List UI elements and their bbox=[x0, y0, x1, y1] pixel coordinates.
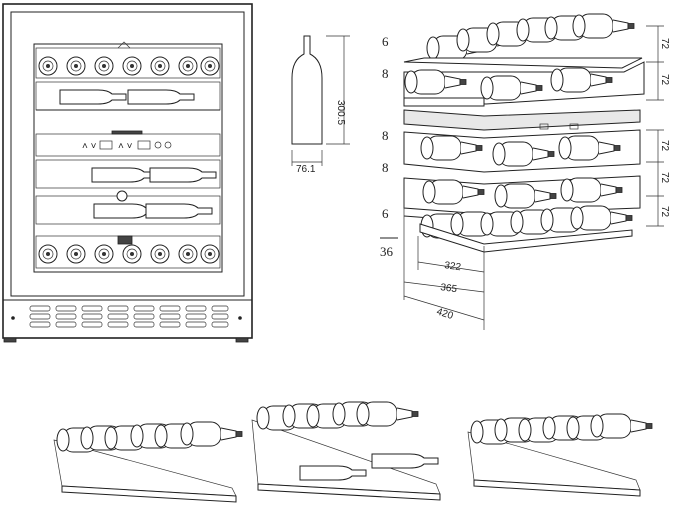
foot-left bbox=[3, 337, 17, 343]
shelf-count-1: 6 bbox=[382, 34, 389, 49]
iso-shelf-3 bbox=[403, 129, 641, 173]
shelf-count-3: 8 bbox=[382, 128, 389, 143]
front-top-row bbox=[35, 41, 221, 79]
iso-shelf-1 bbox=[403, 13, 643, 69]
shelf-height-4: 72 bbox=[659, 172, 670, 184]
foot-right bbox=[235, 337, 249, 343]
front-shelf-2 bbox=[35, 81, 221, 111]
variant-shelf-3 bbox=[467, 413, 653, 497]
shelf-count-5: 6 bbox=[382, 206, 389, 221]
iso-shelf-5 bbox=[403, 205, 633, 253]
depth-dims bbox=[403, 190, 485, 330]
height-dims bbox=[646, 25, 664, 227]
glass-window bbox=[33, 43, 223, 273]
front-shelf-4 bbox=[35, 190, 221, 225]
bottle-dimension: 76.1 300.5 bbox=[291, 35, 350, 175]
shelf-height-1: 72 bbox=[659, 38, 670, 50]
front-shelf-3 bbox=[35, 159, 221, 189]
shelf-counts: 6 8 8 8 6 36 bbox=[380, 34, 398, 259]
variant-shelf-1 bbox=[53, 421, 243, 503]
svg-text:˄ ˅: ˄ ˅ bbox=[118, 141, 133, 152]
iso-shelf-stack: 72 72 72 72 72 322 365 420 bbox=[403, 13, 670, 330]
iso-control-bar bbox=[403, 109, 641, 131]
bottle-diameter-label: 76.1 bbox=[296, 164, 316, 175]
shelf-count-4: 8 bbox=[382, 160, 389, 175]
vent-grille bbox=[2, 299, 253, 339]
bottle-height-label: 300.5 bbox=[335, 100, 346, 125]
front-view: ˄ ˅ ˄ ˅ bbox=[2, 3, 253, 343]
shelf-count-2: 8 bbox=[382, 66, 389, 81]
shelf-height-5: 72 bbox=[659, 206, 670, 218]
bottle-outline bbox=[291, 35, 323, 145]
front-bottom-row bbox=[35, 235, 221, 269]
control-panel: ˄ ˅ ˄ ˅ bbox=[35, 130, 221, 157]
depth-label-1: 322 bbox=[444, 260, 462, 273]
depth-label-3: 420 bbox=[435, 306, 455, 322]
shelf-height-2: 72 bbox=[659, 74, 670, 86]
door-frame bbox=[10, 11, 245, 297]
iso-shelf-2 bbox=[403, 61, 645, 107]
total-count: 36 bbox=[380, 244, 394, 259]
shelf-height-3: 72 bbox=[659, 140, 670, 152]
depth-label-2: 365 bbox=[440, 282, 458, 295]
svg-text:˄ ˅: ˄ ˅ bbox=[82, 141, 97, 152]
variant-shelf-2 bbox=[251, 401, 441, 501]
